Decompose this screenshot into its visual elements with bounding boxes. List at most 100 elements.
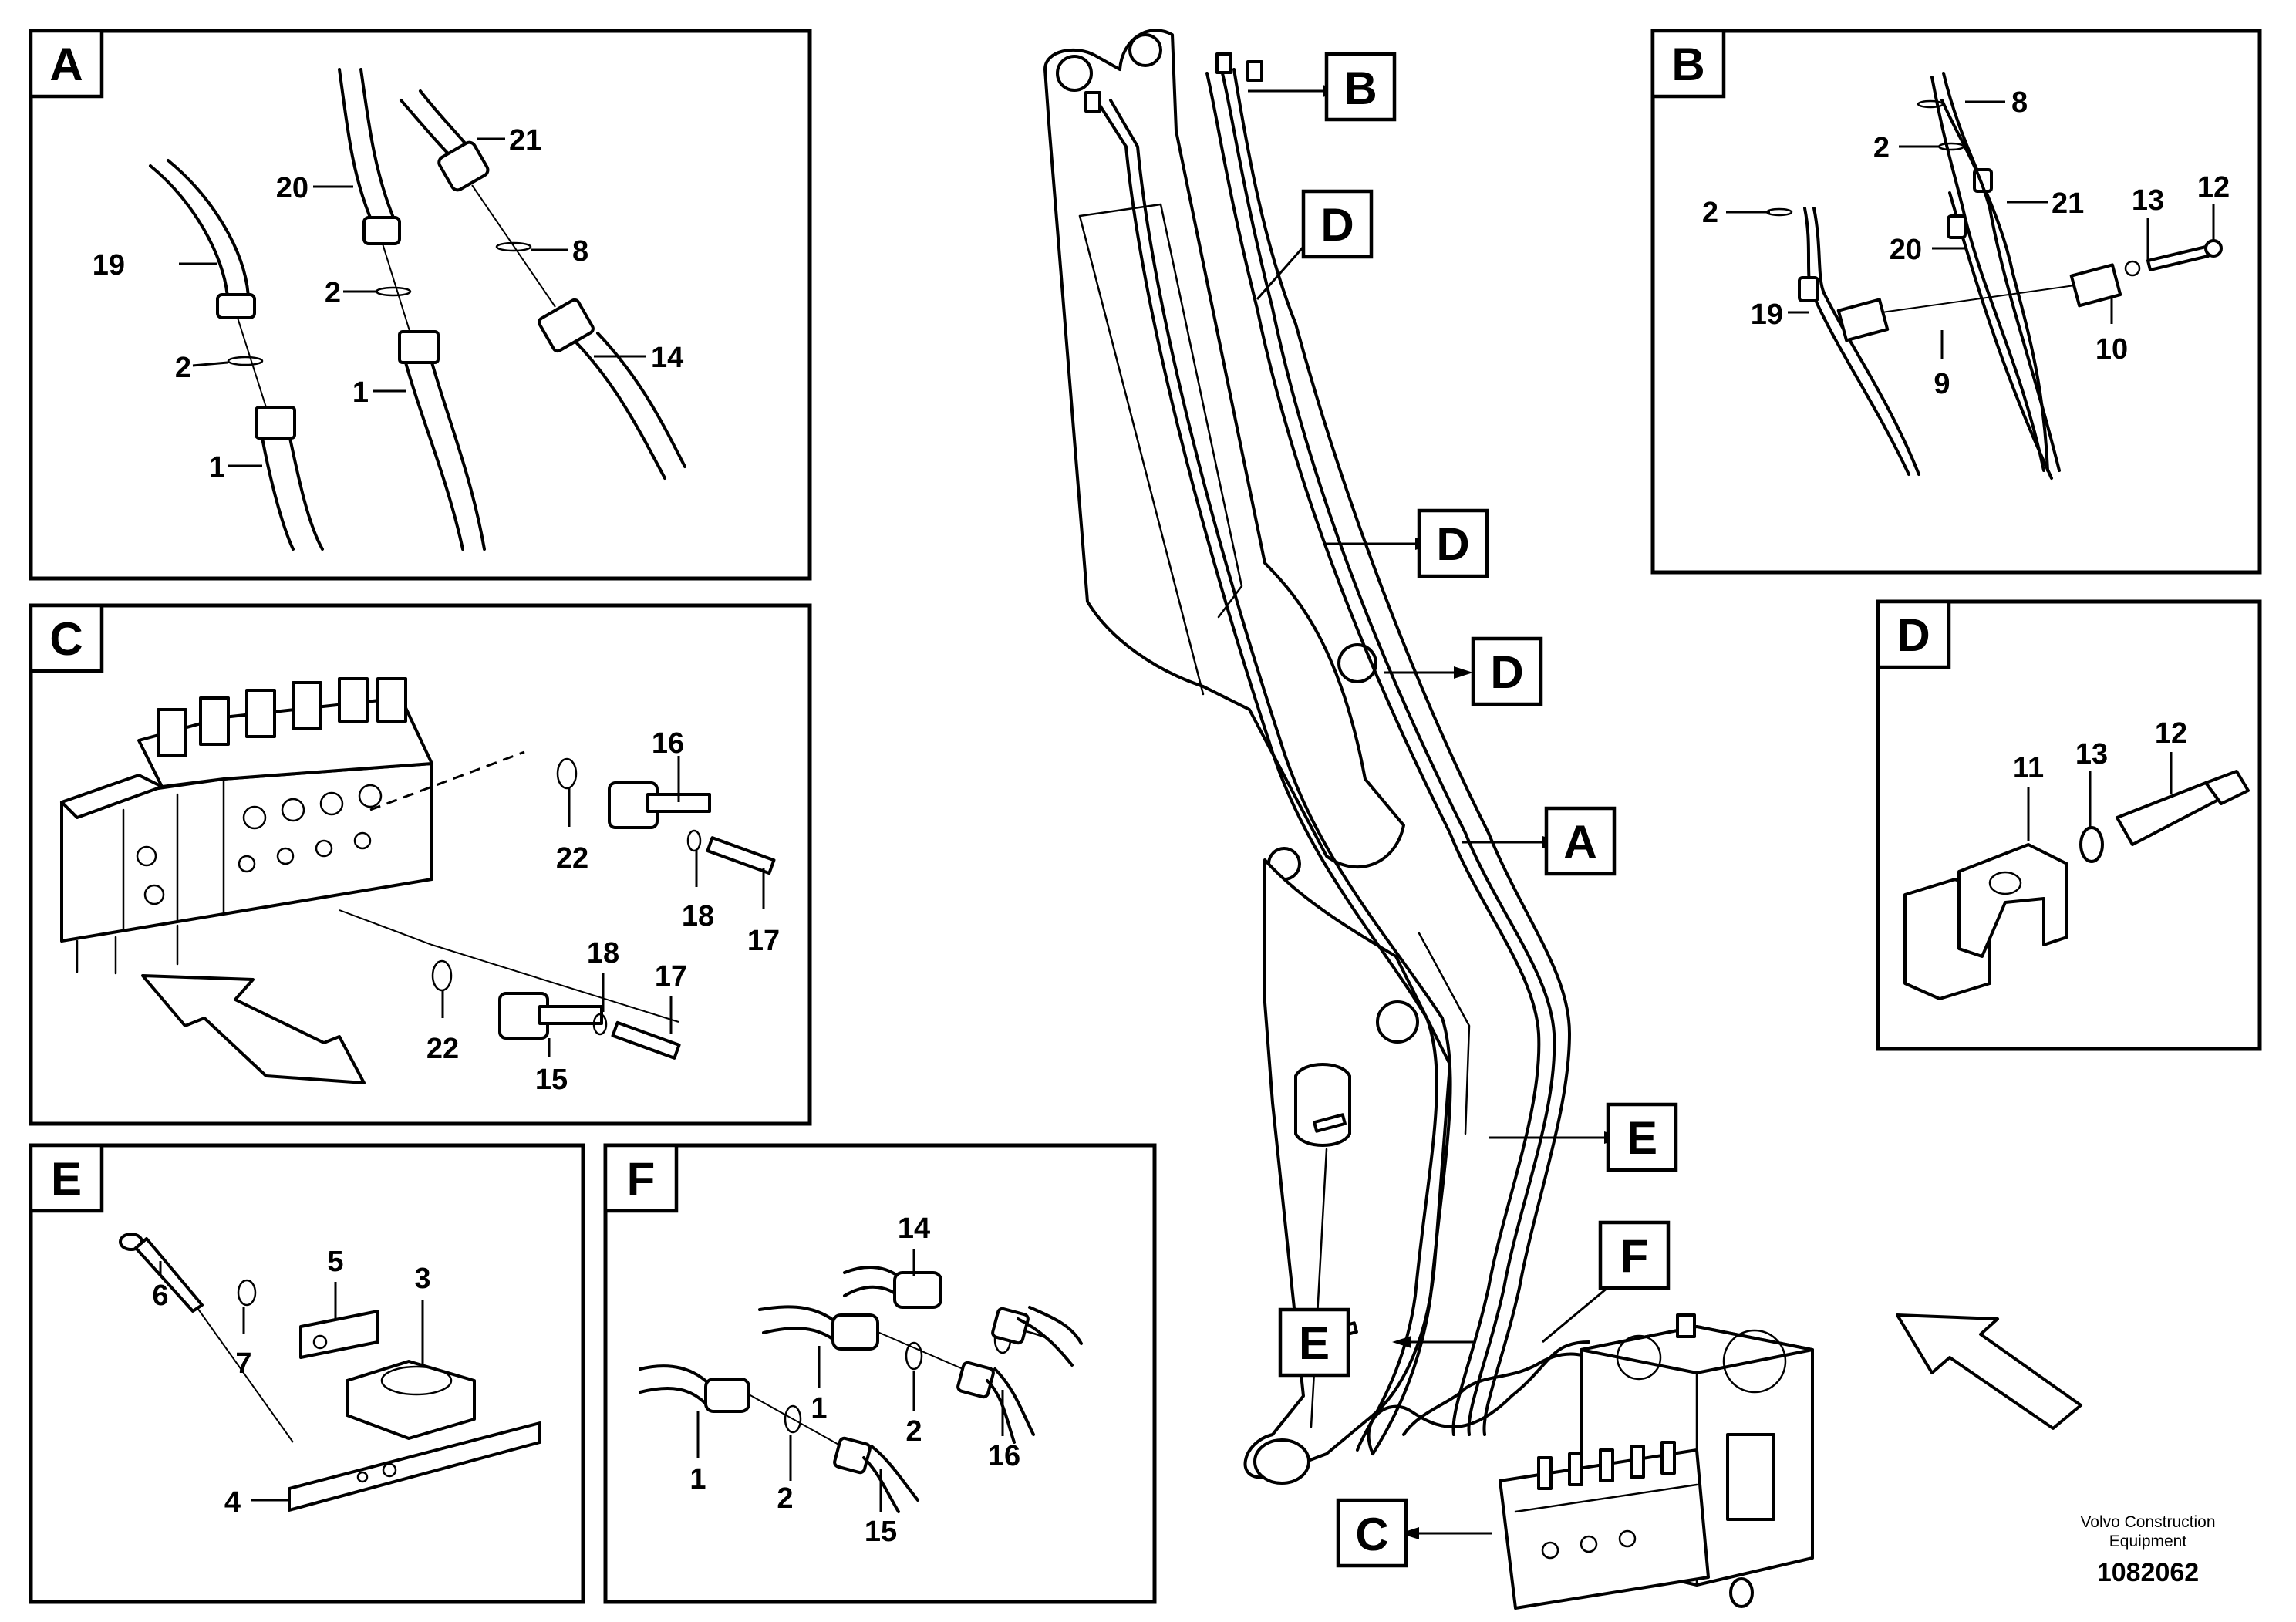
callout-e-upper: E [1489, 1102, 1678, 1172]
panel-e-part-labels: 6 5 3 7 4 [152, 1246, 430, 1519]
bolt-and-clamp-e [119, 1233, 541, 1512]
panel-c-part-labels: 16 22 18 17 18 17 22 15 [426, 727, 780, 1096]
callout-tag: E [1299, 1317, 1330, 1369]
part-label: 1 [209, 451, 225, 484]
panel-a-part-labels: 19 2 1 20 2 1 21 8 14 [93, 124, 684, 484]
document-number: 1082062 [2097, 1558, 2199, 1587]
part-label: 15 [865, 1516, 897, 1548]
callout-tag: A [1563, 816, 1596, 868]
part-label: 1 [689, 1463, 706, 1496]
detail-panel-e: E 6 5 3 7 4 [29, 1143, 585, 1604]
brand-line-2: Equipment [2109, 1533, 2187, 1550]
callout-d-lower: D [1384, 636, 1543, 706]
callout-tag: B [1344, 62, 1377, 114]
footer-block: Volvo Construction Equipment 1082062 [2080, 1513, 2215, 1587]
control-valve-block [60, 677, 433, 975]
panel-c-tag: C [49, 613, 83, 665]
part-label: 3 [414, 1263, 430, 1295]
part-label: 13 [2132, 184, 2164, 217]
part-label: 18 [682, 900, 714, 932]
panel-f-part-labels: 14 1 2 16 1 2 15 [689, 1212, 1020, 1548]
detail-panel-c: C [29, 603, 812, 1126]
part-label: 12 [2197, 171, 2230, 204]
callout-d-upper: D [1256, 189, 1374, 300]
callout-b: B [1248, 52, 1397, 122]
part-label: 20 [1890, 234, 1922, 266]
brand-line-1: Volvo Construction [2080, 1513, 2215, 1531]
detail-panel-f: F [603, 1143, 1157, 1604]
callout-f: F [1542, 1220, 1671, 1344]
direction-arrow-main [1896, 1313, 2082, 1430]
part-label: 18 [587, 937, 619, 969]
part-label: 8 [572, 235, 588, 268]
part-label: 15 [535, 1064, 568, 1096]
part-label: 10 [2095, 333, 2128, 366]
part-label: 2 [325, 277, 341, 309]
part-label: 2 [1702, 197, 1718, 229]
part-label: 19 [93, 249, 125, 282]
part-label: 1 [352, 376, 369, 409]
part-label: 12 [2155, 717, 2187, 750]
direction-arrow-c [141, 974, 366, 1084]
panel-c-tag-box [29, 603, 104, 673]
part-label: 2 [1873, 132, 1890, 164]
callout-e-lower: E [1278, 1307, 1473, 1378]
panel-b-tag-box [1650, 29, 1726, 99]
hydraulic-valve-assembly [1499, 1313, 1814, 1610]
part-label: 6 [152, 1280, 168, 1312]
part-label: 17 [747, 925, 780, 957]
part-label: 22 [426, 1033, 459, 1065]
callout-tag: F [1620, 1230, 1649, 1282]
hose-routing-b [1765, 72, 2223, 480]
part-label: 20 [276, 172, 308, 204]
part-label: 7 [235, 1347, 251, 1380]
part-label: 4 [224, 1486, 241, 1519]
panel-a-tag-box [29, 29, 104, 99]
panel-f-tag: F [627, 1153, 656, 1205]
panel-a-frame [29, 29, 812, 581]
callout-tag: D [1490, 646, 1523, 698]
panel-e-frame [29, 1143, 585, 1604]
part-label: 11 [2013, 752, 2044, 784]
panel-b-part-labels: 8 2 2 21 20 19 13 12 10 9 [1702, 86, 2230, 400]
part-label: 8 [2011, 86, 2028, 119]
part-label: 5 [327, 1246, 343, 1278]
callout-tag: C [1355, 1509, 1388, 1560]
callout-tag: E [1627, 1112, 1657, 1164]
callout-tag: D [1320, 199, 1354, 251]
panel-e-tag: E [51, 1153, 82, 1205]
part-label: 21 [509, 124, 541, 157]
part-label: 14 [651, 342, 683, 374]
panel-d-tag-box [1876, 599, 1951, 669]
part-label: 16 [988, 1440, 1020, 1472]
panel-f-tag-box [603, 1143, 679, 1213]
part-label: 1 [811, 1392, 827, 1425]
part-label: 21 [2052, 187, 2084, 220]
panel-e-tag-box [29, 1143, 104, 1213]
detail-panel-a: A [29, 29, 812, 581]
panel-a-tag: A [49, 39, 83, 90]
part-label: 17 [655, 960, 687, 993]
part-label: 9 [1934, 368, 1950, 400]
part-label: 13 [2075, 738, 2108, 771]
panel-b-tag: B [1671, 39, 1704, 90]
callout-a: A [1462, 806, 1617, 876]
part-label: 22 [556, 842, 588, 875]
callout-c: C [1336, 1498, 1492, 1568]
part-label: 19 [1751, 298, 1783, 331]
panel-d-tag: D [1896, 609, 1930, 661]
hose-fittings-f [639, 1266, 1083, 1513]
part-label: 2 [175, 352, 191, 384]
callout-d-middle: D [1323, 508, 1489, 578]
part-label: 2 [777, 1482, 793, 1515]
detail-panel-b: B 8 2 2 [1650, 29, 2262, 575]
panel-d-part-labels: 11 13 12 [2013, 717, 2187, 841]
part-label: 14 [898, 1212, 930, 1245]
clamp-d [1903, 770, 2250, 1000]
detail-panel-d: D 11 13 12 [1876, 599, 2262, 1051]
part-label: 16 [652, 727, 684, 760]
callout-tag: D [1436, 518, 1469, 570]
flange-upper [556, 757, 776, 875]
part-label: 2 [905, 1415, 922, 1448]
